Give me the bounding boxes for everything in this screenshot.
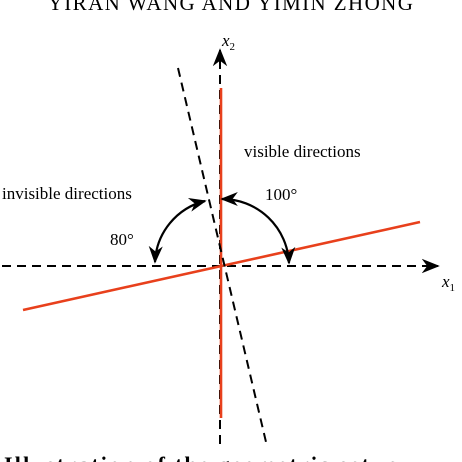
x1-axis-label: x1 xyxy=(441,272,455,294)
running-header: YIRAN WANG AND YIMIN ZHONG xyxy=(0,0,462,22)
angle-80-label: 80° xyxy=(110,230,134,249)
angle-100-label: 100° xyxy=(265,185,297,204)
caption-strip: Illustration of the geometric setup xyxy=(0,446,462,462)
slanted-boundary-line xyxy=(22,220,421,312)
running-head-text: YIRAN WANG AND YIMIN ZHONG xyxy=(47,0,415,15)
dashed-tilted-line xyxy=(177,67,267,443)
x2-axis-label: x2 xyxy=(221,31,235,53)
visible-directions-label: visible directions xyxy=(244,142,361,161)
invisible-directions-label: invisible directions xyxy=(2,184,132,203)
caption-text: Illustration of the geometric setup xyxy=(4,452,400,462)
angle-arc-100 xyxy=(220,191,296,265)
angle-arc-80 xyxy=(148,198,207,264)
